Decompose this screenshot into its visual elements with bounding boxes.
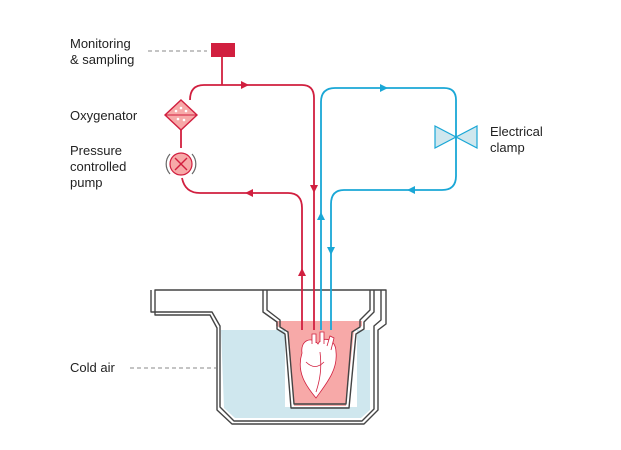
outer-tub-outline bbox=[150, 289, 387, 425]
pump-label: Pressure controlled pump bbox=[70, 143, 127, 190]
inner-container-outline bbox=[262, 290, 375, 409]
blue-outflow bbox=[320, 87, 457, 330]
cold-air-fill bbox=[221, 330, 370, 418]
arrow-blue-up bbox=[317, 212, 325, 220]
cold-air-label: Cold air bbox=[70, 360, 115, 375]
red-return bbox=[181, 177, 303, 330]
clamp-label: Electrical clamp bbox=[490, 124, 543, 155]
monitoring-label: Monitoring & sampling bbox=[70, 36, 135, 67]
arrow-red-left bbox=[245, 189, 253, 197]
arrow-red-up bbox=[298, 268, 306, 276]
clamp-icon bbox=[434, 125, 478, 149]
arrow-blue-down bbox=[327, 247, 335, 255]
heart-icon bbox=[299, 331, 337, 399]
arrow-blue-left bbox=[407, 186, 415, 194]
arrow-red-down bbox=[310, 185, 318, 193]
pump-icon bbox=[165, 152, 197, 176]
arrow-red-top bbox=[241, 81, 249, 89]
monitor-box-icon bbox=[211, 43, 235, 57]
red-supply-top bbox=[189, 84, 315, 330]
oxygenator-label: Oxygenator bbox=[70, 108, 138, 123]
blue-circuit bbox=[320, 87, 457, 330]
oxygenator-icon bbox=[163, 99, 199, 131]
arrow-blue-top bbox=[380, 84, 388, 92]
